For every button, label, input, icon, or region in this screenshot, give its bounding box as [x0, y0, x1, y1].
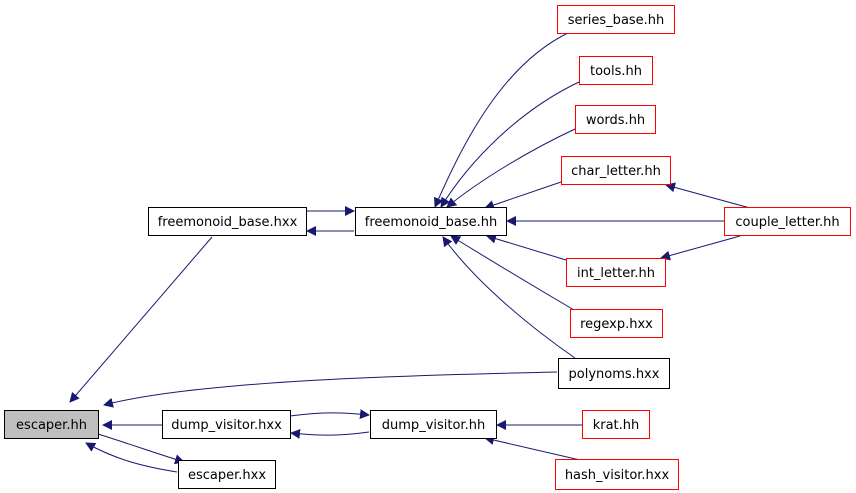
edge-dump-visitor-hh-to-dump-visitor-hxx	[290, 428, 370, 439]
node-regexp-hxx[interactable]: regexp.hxx	[570, 309, 663, 338]
node-label: krat.hh	[593, 418, 640, 433]
node-box	[178, 460, 276, 489]
edge-escaper-hxx-to-escaper-hh	[85, 442, 178, 473]
edge-escaper-hh-to-escaper-hxx	[97, 433, 185, 465]
node-label: char_letter.hh	[571, 164, 661, 179]
node-label: freemonoid_base.hh	[365, 215, 497, 230]
node-label: freemonoid_base.hxx	[158, 215, 298, 230]
node-box	[148, 207, 307, 236]
edges	[69, 31, 751, 473]
edge-couple-letter-hh-to-char-letter-hh	[665, 182, 751, 209]
nodes: escaper.hh freemonoid_base.hxx freemonoi…	[4, 5, 851, 490]
node-label: escaper.hxx	[188, 468, 266, 483]
node-label: regexp.hxx	[580, 317, 653, 332]
node-box	[355, 207, 507, 236]
edge-dump-visitor-hxx-to-dump-visitor-hh	[289, 409, 370, 420]
node-escaper-hxx[interactable]: escaper.hxx	[178, 460, 276, 489]
node-series-base-hh[interactable]: series_base.hh	[557, 5, 675, 34]
node-freemonoid-base-hh[interactable]: freemonoid_base.hh	[355, 207, 507, 236]
node-box	[570, 309, 663, 338]
node-label: hash_visitor.hxx	[565, 468, 670, 483]
node-polynoms-hxx[interactable]: polynoms.hxx	[558, 358, 670, 389]
node-label: couple_letter.hh	[735, 215, 839, 230]
node-box	[582, 410, 650, 439]
edge-int-letter-hh-to-freemonoid-base-hh	[486, 233, 567, 261]
node-dump-visitor-hxx[interactable]: dump_visitor.hxx	[162, 410, 291, 439]
edge-polynoms-hxx-to-escaper-hh	[103, 371, 558, 408]
node-box	[4, 410, 99, 439]
node-krat-hh[interactable]: krat.hh	[582, 410, 650, 439]
node-box	[724, 207, 851, 236]
node-words-hh[interactable]: words.hh	[575, 105, 656, 134]
edge-freemonoid-base-hxx-to-escaper-hh	[69, 236, 213, 403]
edge-couple-letter-hh-to-int-letter-hh	[660, 235, 741, 261]
node-label: words.hh	[586, 113, 645, 128]
edge-words-hh-to-freemonoid-base-hh	[446, 128, 576, 208]
edge-char-letter-hh-to-freemonoid-base-hh	[484, 181, 562, 210]
node-box	[162, 410, 291, 439]
node-tools-hh[interactable]: tools.hh	[579, 56, 653, 85]
node-char-letter-hh[interactable]: char_letter.hh	[561, 156, 671, 185]
edge-tools-hh-to-freemonoid-base-hh	[440, 81, 580, 208]
node-box	[575, 105, 656, 134]
node-dump-visitor-hh[interactable]: dump_visitor.hh	[370, 410, 497, 439]
node-label: dump_visitor.hxx	[171, 418, 282, 433]
node-box	[579, 56, 653, 85]
node-box	[370, 410, 497, 439]
node-couple-letter-hh[interactable]: couple_letter.hh	[724, 207, 851, 236]
node-int-letter-hh[interactable]: int_letter.hh	[566, 258, 666, 287]
edge-hash-visitor-hxx-to-dump-visitor-hh	[484, 435, 581, 461]
node-label: polynoms.hxx	[569, 367, 660, 382]
edge-regexp-hxx-to-freemonoid-base-hh	[450, 235, 575, 311]
node-freemonoid-base-hxx[interactable]: freemonoid_base.hxx	[148, 207, 307, 236]
node-box	[558, 358, 670, 389]
node-box	[557, 5, 675, 34]
node-box	[566, 258, 666, 287]
node-label: int_letter.hh	[577, 266, 655, 281]
node-box	[555, 459, 679, 490]
node-hash-visitor-hxx[interactable]: hash_visitor.hxx	[555, 459, 679, 490]
node-label: escaper.hh	[16, 418, 87, 433]
node-label: tools.hh	[590, 64, 642, 79]
edge-polynoms-hxx-to-freemonoid-base-hh	[442, 236, 576, 359]
node-label: series_base.hh	[568, 13, 665, 28]
node-escaper-hh[interactable]: escaper.hh	[4, 410, 99, 439]
node-box	[561, 156, 671, 185]
node-label: dump_visitor.hh	[382, 418, 485, 433]
edge-series-base-hh-to-freemonoid-base-hh	[434, 31, 571, 208]
